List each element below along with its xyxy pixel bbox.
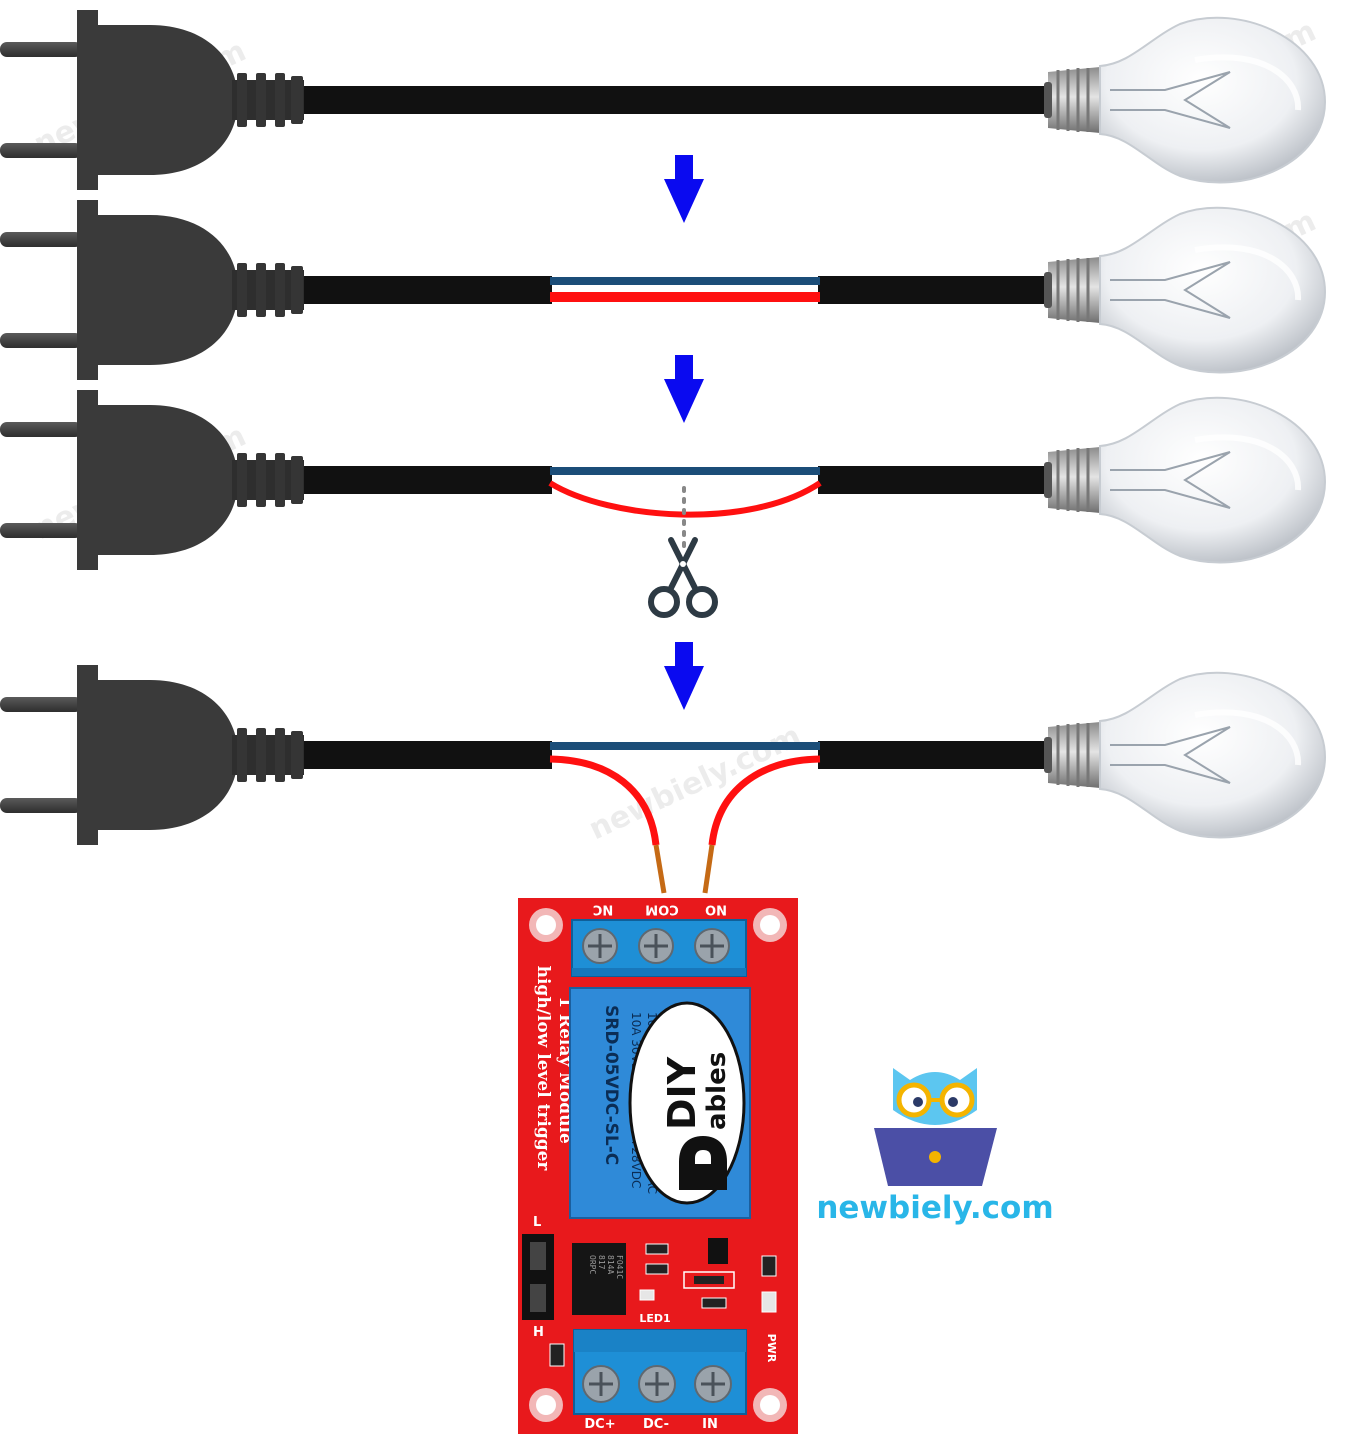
- terminal-block-input: [573, 1329, 747, 1415]
- opto-text: FO41C: [615, 1255, 624, 1279]
- owl-laptop-icon: [874, 1068, 997, 1186]
- bulb-icon: [1044, 18, 1325, 183]
- row-pull-red-wire: [0, 390, 1325, 570]
- jumper-label-l: L: [533, 1215, 541, 1230]
- bulb-icon: [1044, 208, 1325, 373]
- opto-text: 817: [597, 1255, 606, 1270]
- trigger-jumper: L H: [522, 1215, 554, 1340]
- logo-primary: DIY: [660, 1056, 704, 1130]
- jumper-label-h: H: [533, 1325, 544, 1340]
- scissors-icon: [648, 537, 718, 618]
- relay-module: NC COM NO 1 Relay Module high/low level …: [518, 898, 798, 1434]
- smd-components: LED1 PWR: [549, 1238, 778, 1367]
- blue-wire: [550, 467, 820, 475]
- red-wire-to-no: [708, 755, 821, 846]
- bulb-icon: [1044, 673, 1325, 838]
- optocoupler-chip: ORPC 817 814A FO41C: [572, 1243, 626, 1315]
- brand-text: newbiely.com: [816, 1190, 1053, 1226]
- logo-secondary: ables: [702, 1052, 732, 1130]
- opto-text: 814A: [606, 1255, 615, 1274]
- copper-lead-com: [653, 844, 667, 894]
- pwr-label: PWR: [765, 1334, 778, 1363]
- down-arrow-icon: [664, 355, 704, 423]
- diyables-logo: DIY ables: [628, 1001, 746, 1205]
- red-wire: [550, 292, 820, 302]
- board-subtitle: high/low level trigger: [533, 966, 553, 1172]
- label-dc-minus: DC-: [643, 1417, 669, 1432]
- label-nc: NC: [593, 902, 613, 917]
- red-wire-loop: [548, 480, 822, 518]
- cable: [300, 86, 1055, 114]
- copper-lead-no: [702, 844, 715, 894]
- watermark-text: newbiely.com: [584, 718, 807, 847]
- label-in: IN: [702, 1417, 718, 1432]
- opto-text: ORPC: [588, 1255, 597, 1274]
- cable-right: [818, 276, 1055, 304]
- blue-wire: [550, 742, 820, 750]
- relay-component: 10A 250VAC 10A 30VDC 10A 125VAC 10A 28VD…: [569, 987, 751, 1219]
- led1-label: LED1: [639, 1312, 670, 1325]
- mounting-holes: [529, 908, 787, 1422]
- terminal-block-output: [571, 919, 747, 977]
- plug-icon: [0, 665, 304, 845]
- blue-wire: [550, 277, 820, 285]
- cable-left: [300, 276, 552, 304]
- bulb-icon: [1044, 398, 1325, 563]
- plug-icon: [0, 10, 304, 190]
- row-intact-cable: [0, 10, 1325, 190]
- cable-left: [300, 466, 552, 494]
- cable-right: [818, 741, 1055, 769]
- down-arrow-icon: [664, 155, 704, 223]
- red-wire-to-com: [549, 755, 660, 846]
- cable-left: [300, 741, 552, 769]
- label-com: COM: [645, 902, 679, 917]
- plug-icon: [0, 200, 304, 380]
- relay-part-number: SRD-05VDC-SL-C: [601, 1005, 621, 1165]
- down-arrow-icon: [664, 642, 704, 710]
- cable-right: [818, 466, 1055, 494]
- row-relay-wiring: [0, 665, 1325, 845]
- label-dc-plus: DC+: [584, 1417, 615, 1432]
- label-no: NO: [705, 902, 727, 917]
- row-stripped-cable: [0, 200, 1325, 380]
